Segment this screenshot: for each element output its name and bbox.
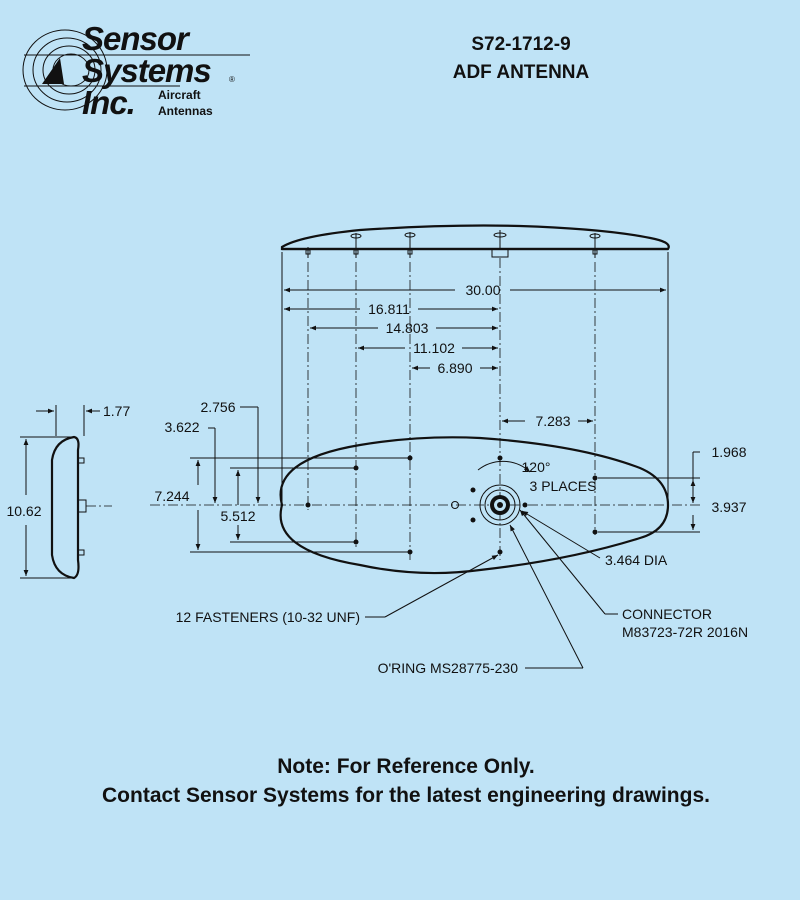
dim-3622: 3.622: [164, 419, 218, 503]
note-line-1: Note: For Reference Only.: [277, 755, 535, 778]
dim-1062: 10.62: [6, 436, 72, 579]
end-view: [50, 435, 112, 580]
dim-3937-label: 3.937: [711, 499, 746, 515]
part-name: ADF ANTENNA: [453, 62, 590, 83]
dim-7244-label: 7.244: [154, 488, 189, 504]
connector-icon: [479, 484, 521, 526]
dim-16811: 16.811: [284, 301, 498, 317]
callout-fasteners: 12 FASTENERS (10-32 UNF): [176, 554, 499, 625]
dim-30-label: 30.00: [465, 282, 500, 298]
dim-1968: 1.968: [690, 444, 747, 503]
dim-11102-label: 11.102: [413, 340, 455, 356]
dim-177-label: 1.77: [103, 403, 130, 419]
company-logo: Sensor Systems ® Inc. Aircraft Antennas: [22, 20, 250, 121]
oring-label: O'RING MS28775-230: [378, 660, 519, 676]
part-number: S72-1712-9: [471, 34, 570, 55]
callout-connector: CONNECTOR M83723-72R 2016N: [519, 509, 748, 640]
dim-3622-label: 3.622: [164, 419, 199, 435]
plan-view: [150, 436, 700, 575]
connector-label: CONNECTOR: [622, 606, 712, 622]
places-label: 3 PLACES: [530, 478, 597, 494]
logo-swoosh-icon: [22, 29, 250, 111]
dim-1968-label: 1.968: [711, 444, 746, 460]
callout-oring: O'RING MS28775-230: [378, 524, 584, 676]
center-hole: [451, 501, 459, 509]
angle-label: 120°: [522, 459, 551, 475]
logo-tagline-antennas: Antennas: [158, 104, 213, 118]
dim-2756-label: 2.756: [200, 399, 235, 415]
dim-1062-label: 10.62: [6, 503, 41, 519]
side-view: [280, 224, 670, 258]
dim-16811-label: 16.811: [368, 301, 410, 317]
logo-tagline-aircraft: Aircraft: [158, 88, 201, 102]
connector-part-label: M83723-72R 2016N: [622, 624, 748, 640]
dim-7283-label: 7.283: [535, 413, 570, 429]
logo-line-sensor: Sensor: [82, 20, 191, 57]
dim-177: 1.77: [36, 403, 130, 436]
fasteners-label: 12 FASTENERS (10-32 UNF): [176, 609, 360, 625]
dim-11102: 11.102: [358, 340, 498, 356]
dim-7244: 7.244: [154, 460, 201, 550]
dim-overall-length: 30.00: [284, 282, 666, 298]
dim-7283: 7.283: [502, 413, 593, 429]
side-fastener-marks: [305, 230, 601, 258]
logo-line-inc: Inc.: [82, 84, 135, 121]
plan-fastener-holes: [305, 455, 598, 555]
dim-5512: 5.512: [220, 470, 256, 540]
logo-line-systems: Systems: [82, 52, 211, 89]
dim-6890: 6.890: [412, 360, 498, 376]
dim-14803: 14.803: [310, 320, 498, 336]
dia-label: 3.464 DIA: [605, 552, 668, 568]
dim-6890-label: 6.890: [437, 360, 472, 376]
note-line-2: Contact Sensor Systems for the latest en…: [102, 784, 710, 807]
dim-3937: 3.937: [690, 480, 747, 530]
dim-2756: 2.756: [200, 399, 261, 503]
logo-registered-mark: ®: [229, 75, 235, 84]
dim-5512-label: 5.512: [220, 508, 255, 524]
dim-14803-label: 14.803: [386, 320, 429, 336]
